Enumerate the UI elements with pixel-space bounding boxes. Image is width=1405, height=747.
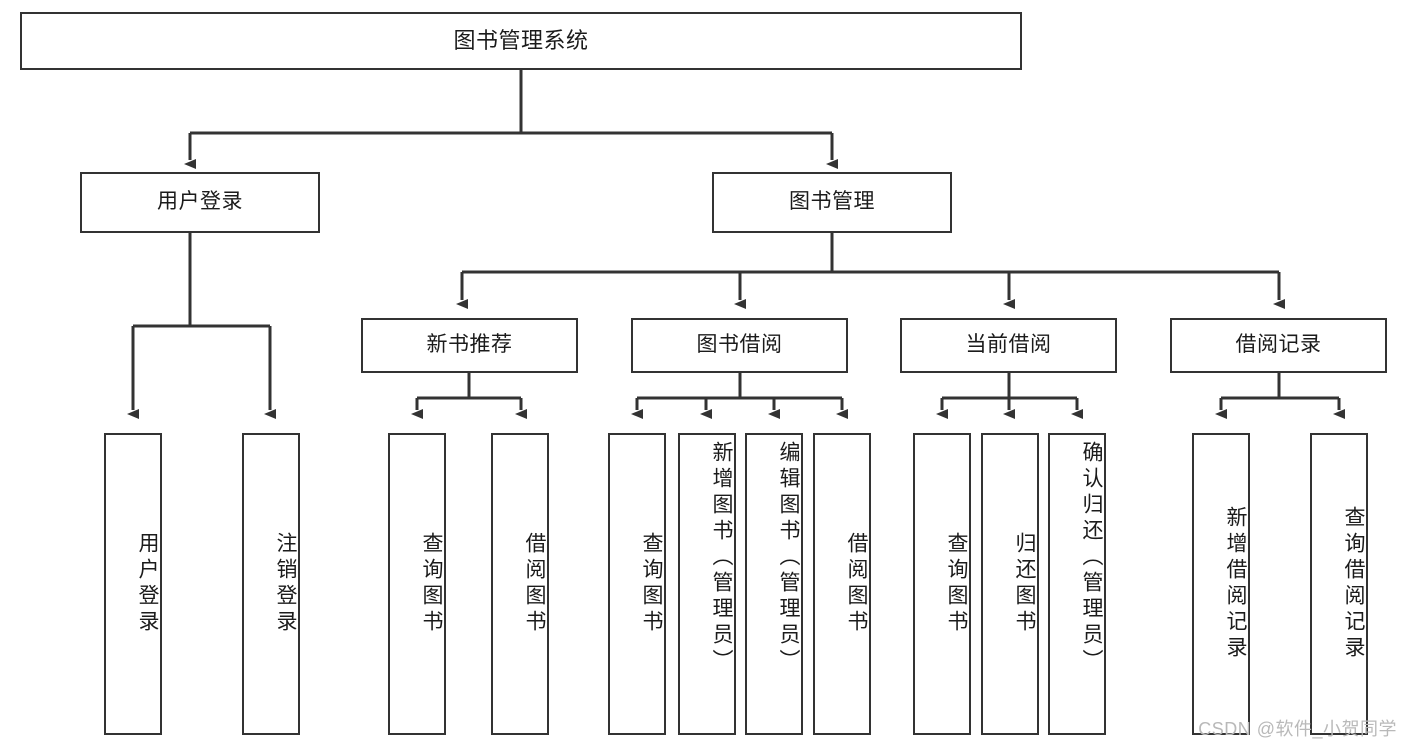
leaf-query-book-borrow[interactable]: 查询图书 (608, 433, 666, 735)
leaf-user-logout[interactable]: 注销登录 (242, 433, 300, 735)
leaf-query-book-recommend[interactable]: 查询图书 (388, 433, 446, 735)
node-root-system[interactable]: 图书管理系统 (20, 12, 1022, 70)
node-book-management[interactable]: 图书管理 (712, 172, 952, 233)
leaf-add-borrow-record[interactable]: 新增借阅记录 (1192, 433, 1250, 735)
leaf-borrow-book-recommend[interactable]: 借阅图书 (491, 433, 549, 735)
node-borrow-record[interactable]: 借阅记录 (1170, 318, 1387, 373)
node-new-book-recommend[interactable]: 新书推荐 (361, 318, 578, 373)
node-book-borrow[interactable]: 图书借阅 (631, 318, 848, 373)
leaf-query-borrow-record[interactable]: 查询借阅记录 (1310, 433, 1368, 735)
node-user-login[interactable]: 用户登录 (80, 172, 320, 233)
leaf-user-login[interactable]: 用户登录 (104, 433, 162, 735)
leaf-borrow-book-borrow[interactable]: 借阅图书 (813, 433, 871, 735)
leaf-edit-book-admin[interactable]: 编辑图书（管理员） (745, 433, 803, 735)
leaf-confirm-return-admin[interactable]: 确认归还（管理员） (1048, 433, 1106, 735)
node-current-borrow[interactable]: 当前借阅 (900, 318, 1117, 373)
watermark-text: CSDN @软件_小贺同学 (1198, 719, 1397, 739)
leaf-return-book[interactable]: 归还图书 (981, 433, 1039, 735)
leaf-add-book-admin[interactable]: 新增图书（管理员） (678, 433, 736, 735)
leaf-query-book-current[interactable]: 查询图书 (913, 433, 971, 735)
